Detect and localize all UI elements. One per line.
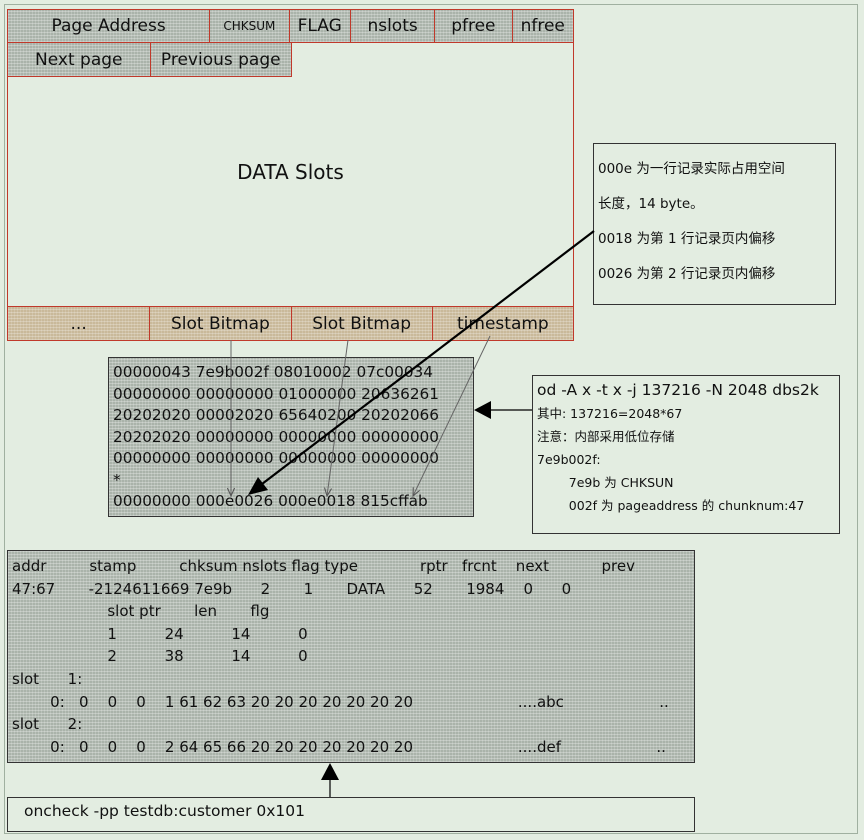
offset-note-box: 000e 为一行记录实际占用空间 长度，14 byte。 0018 为第 1 行…	[593, 143, 836, 305]
note-line-1: 000e 为一行记录实际占用空间	[598, 161, 785, 177]
hex-line-5: 00000000 00000000 00000000 00000000	[113, 449, 440, 467]
data-slots-label: DATA Slots	[237, 160, 344, 184]
od-line-3: 7e9b002f:	[537, 452, 601, 467]
hex-line-4: 20202020 00000000 00000000 00000000	[113, 427, 440, 446]
od-line-2: 注意：内部采用低位存储	[537, 429, 675, 444]
od-command-box: od -A x -t x -j 137216 -N 2048 dbs2k 其中:…	[532, 375, 840, 534]
oncheck-line-6: slot 1:	[12, 669, 83, 688]
oncheck-line-1: addr stamp chksum nslots flag type rptr …	[12, 557, 635, 575]
flag-cell: FLAG	[290, 10, 351, 42]
note-line-3: 0018 为第 1 行记录页内偏移	[598, 231, 776, 247]
od-line-4: 7e9b 为 CHKSUN	[537, 475, 674, 490]
header-row-2: Next page Previous page	[8, 43, 292, 77]
nfree-cell: nfree	[520, 16, 565, 36]
ellipsis-cell: ...	[8, 307, 151, 340]
slot-bitmap-cell-1: Slot Bitmap	[150, 307, 292, 340]
oncheck-line-8: slot 2:	[12, 715, 83, 734]
oncheck-command-text: oncheck -pp testdb:customer 0x101	[24, 802, 306, 820]
oncheck-command-box: oncheck -pp testdb:customer 0x101	[7, 797, 695, 832]
pfree-cell: pfree	[435, 10, 513, 42]
oncheck-line-3: slot ptr len flg	[12, 602, 270, 621]
header-row-1: Page Address CHKSUM FLAG nslots pfree nf…	[8, 10, 573, 43]
oncheck-line-7: 0: 0 0 0 1 61 62 63 20 20 20 20 20 20 20…	[12, 692, 669, 711]
diagram-frame	[4, 4, 858, 834]
hex-line-1: 00000043 7e9b002f 08010002 07c00034	[113, 363, 434, 381]
oncheck-line-5: 2 38 14 0	[12, 647, 308, 666]
slot-bitmap-cell-2: Slot Bitmap	[292, 307, 433, 340]
hex-dump-box: 00000043 7e9b002f 08010002 07c00034 0000…	[108, 357, 474, 517]
hex-line-2: 00000000 00000000 01000000 20636261	[113, 384, 440, 403]
hex-line-3: 20202020 00002020 65640200 20202066	[113, 406, 440, 424]
page-address-cell: Page Address	[8, 10, 211, 42]
note-line-4: 0026 为第 2 行记录页内偏移	[598, 266, 776, 282]
footer-row: ... Slot Bitmap Slot Bitmap timestamp	[8, 306, 573, 340]
next-page-cell: Next page	[8, 43, 151, 76]
od-line-5: 002f 为 pageaddress 的 chunknum:47	[537, 498, 805, 513]
oncheck-line-4: 1 24 14 0	[12, 624, 308, 643]
oncheck-line-2: 47:67 -2124611669 7e9b 2 1 DATA 52 1984 …	[12, 579, 572, 598]
oncheck-output-box: addr stamp chksum nslots flag type rptr …	[7, 550, 695, 763]
timestamp-cell: timestamp	[457, 313, 549, 334]
od-line-1: 其中: 137216=2048*67	[537, 406, 683, 421]
hex-line-6: *	[113, 470, 121, 489]
od-command-line: od -A x -t x -j 137216 -N 2048 dbs2k	[537, 381, 819, 399]
oncheck-line-9: 0: 0 0 0 2 64 65 66 20 20 20 20 20 20 20…	[12, 737, 666, 756]
page-layout-diagram: Page Address CHKSUM FLAG nslots pfree nf…	[7, 9, 574, 341]
hex-line-7: 00000000 000e0026 000e0018 815cffab	[113, 492, 428, 510]
note-line-2: 长度，14 byte。	[598, 196, 704, 212]
nslots-cell: nslots	[351, 10, 436, 42]
chksum-cell: CHKSUM	[210, 10, 290, 42]
previous-page-cell: Previous page	[160, 49, 281, 70]
